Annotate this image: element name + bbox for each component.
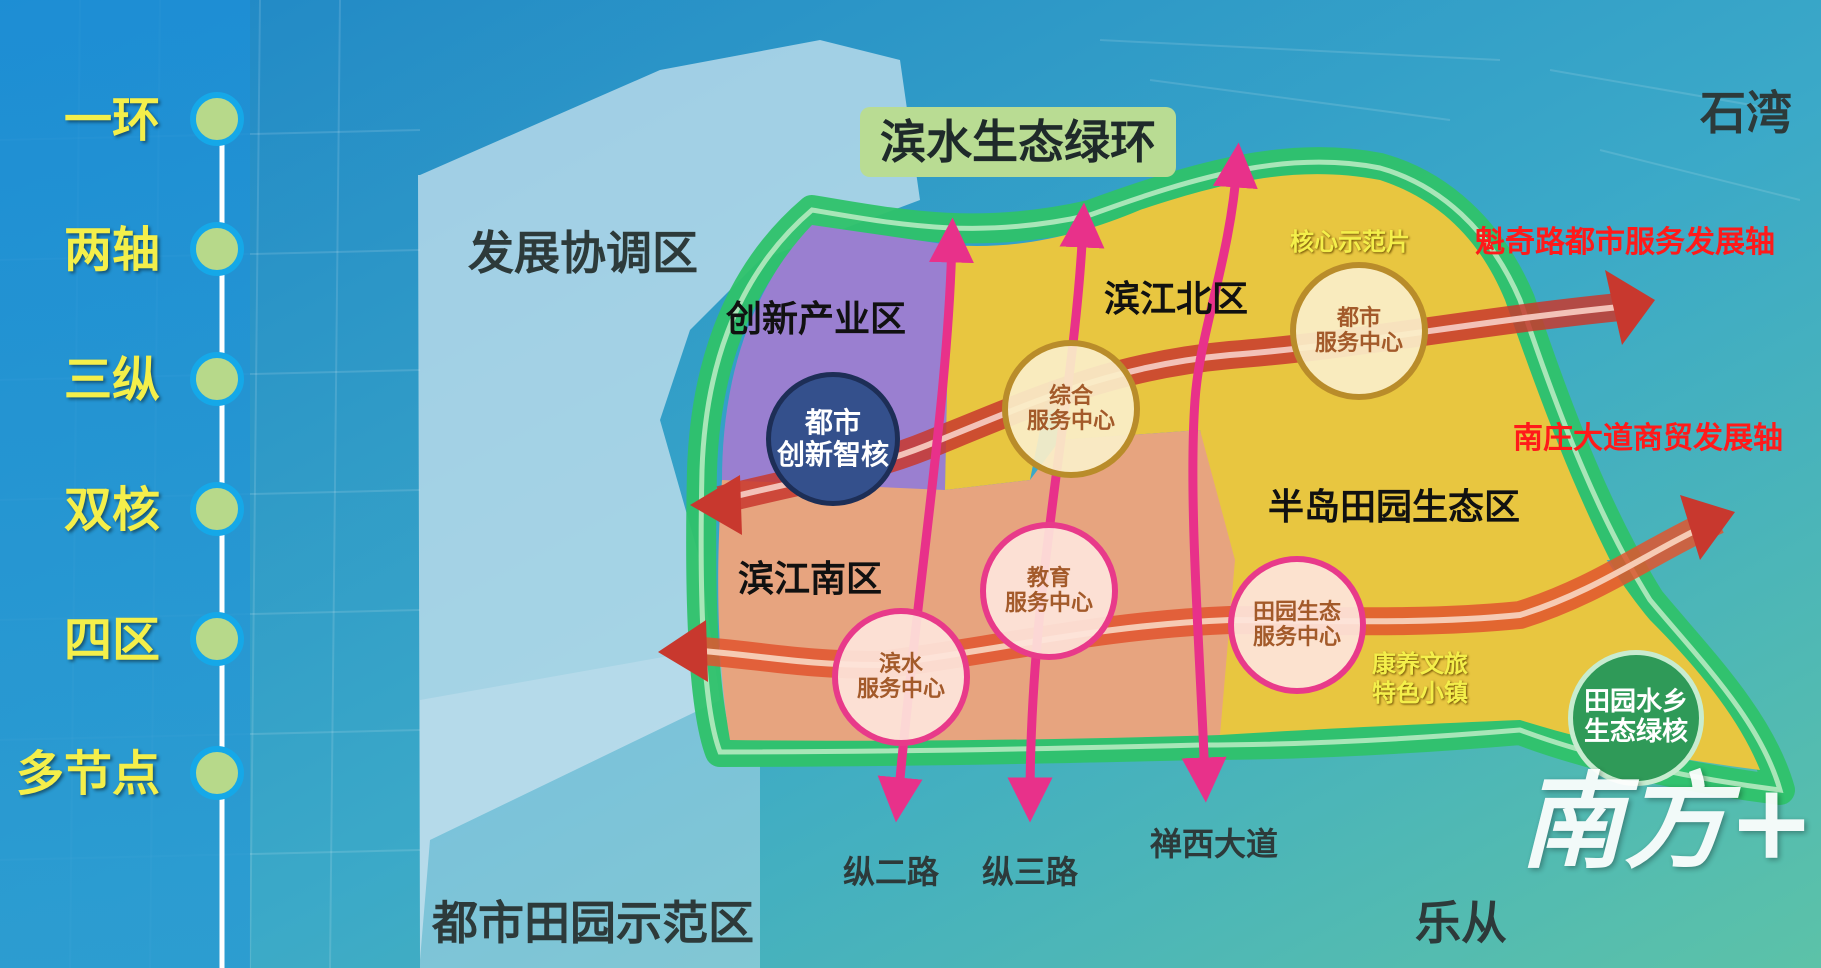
axis-label-kuiqi: 魁奇路都市服务发展轴 (1475, 225, 1775, 260)
legend-dot-5 (190, 612, 244, 666)
label-core-demo: 核心示范片 (1290, 228, 1410, 256)
label-kangyang: 康养文旅 特色小镇 (1372, 650, 1468, 708)
education-service-line-1: 教育 (1026, 565, 1071, 591)
road-label-chanxi: 禅西大道 (1150, 825, 1279, 863)
node-urban-service: 都市 服务中心 (1290, 262, 1428, 400)
axis-kuiqi-arrow-east (1605, 270, 1655, 345)
axis-nanzhuang-arrow-east (1680, 495, 1735, 560)
axis-kuiqi-arrow-west (690, 475, 742, 535)
road-zong3 (1007, 202, 1105, 823)
node-green-core: 田园水乡 生态绿核 (1568, 650, 1704, 786)
waterfront-service-line-1: 滨水 (878, 651, 923, 677)
label-shiwan: 石湾 (1700, 86, 1792, 140)
legend-item-5: 四区 (63, 612, 160, 668)
kangyang-line-1: 康养文旅 (1372, 650, 1468, 678)
legend-dot-3 (190, 352, 244, 406)
green-core-line-2: 生态绿核 (1583, 717, 1688, 747)
label-dushi-tianyuan: 都市田园示范区 (432, 896, 754, 950)
kangyang-line-2: 特色小镇 (1372, 678, 1468, 707)
legend-item-1: 一环 (63, 92, 160, 148)
education-service-line-2: 服务中心 (1004, 591, 1093, 616)
innovation-core-line-2: 创新智核 (776, 438, 889, 471)
label-lecong: 乐从 (1415, 896, 1507, 950)
waterfront-service-line-2: 服务中心 (856, 677, 945, 702)
land-west (418, 40, 920, 960)
legend-dot-2 (190, 222, 244, 276)
axis-label-nanzhuang: 南庄大道商贸发展轴 (1513, 421, 1783, 456)
legend-item-6: 多节点 (15, 746, 160, 802)
node-education-service: 教育 服务中心 (980, 522, 1118, 660)
banner-eco-ring: 滨水生态绿环 (860, 107, 1176, 177)
legend-item-2: 两轴 (63, 222, 160, 278)
legend-dot-4 (190, 482, 244, 536)
zone-label-binjiang-north: 滨江北区 (1104, 279, 1249, 320)
node-pastoral-service: 田园生态 服务中心 (1228, 556, 1366, 694)
node-waterfront-service: 滨水 服务中心 (832, 608, 970, 746)
legend-dot-1 (190, 92, 244, 146)
road-chanxi (1181, 142, 1258, 803)
zone-label-binjiang-south: 滨江南区 (738, 559, 883, 600)
road-label-zong3: 纵三路 (982, 853, 1079, 891)
zone-label-peninsula: 半岛田园生态区 (1268, 487, 1521, 528)
innovation-core-line-1: 都市 (804, 405, 861, 439)
eco-ring-inner-line (698, 159, 1784, 793)
legend-dot-6 (190, 746, 244, 800)
pastoral-service-line-2: 服务中心 (1252, 625, 1341, 650)
legend-item-4: 双核 (63, 482, 160, 538)
watermark-nanfangplus: 南方+ (1520, 760, 1816, 883)
urban-service-line-1: 都市 (1336, 305, 1381, 331)
node-general-service: 综合 服务中心 (1002, 340, 1140, 478)
axis-nanzhuang-arrow-west (658, 620, 708, 682)
general-service-line-2: 服务中心 (1026, 409, 1115, 434)
legend-item-3: 三纵 (63, 352, 160, 408)
road-label-zong2: 纵二路 (843, 853, 940, 891)
urban-service-line-2: 服务中心 (1314, 331, 1403, 356)
zone-label-chuangxin: 创新产业区 (726, 299, 907, 340)
label-fazhan: 发展协调区 (468, 226, 698, 280)
node-innovation-core: 都市 创新智核 (766, 372, 900, 506)
general-service-line-1: 综合 (1048, 383, 1093, 409)
pastoral-service-line-1: 田园生态 (1252, 599, 1341, 625)
land-southwest (420, 640, 760, 968)
green-core-line-1: 田园水乡 (1583, 687, 1688, 718)
